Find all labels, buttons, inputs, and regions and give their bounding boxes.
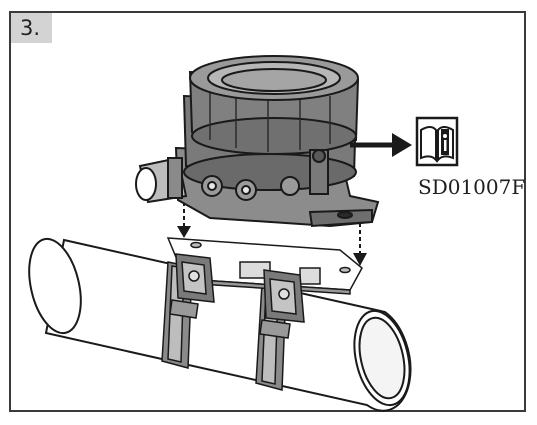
strap-buckle-left (169, 253, 215, 319)
strap-buckle-right (259, 269, 305, 339)
mounting-arrow-right (353, 216, 367, 266)
reference-arrow (350, 133, 412, 157)
step-number: 3. (11, 13, 52, 43)
document-reference-code: SD01007F (418, 175, 526, 199)
mounting-arrow-left (177, 202, 191, 238)
pipe (28, 237, 412, 412)
manual-info-icon (415, 116, 459, 167)
transmitter-housing (135, 55, 380, 228)
